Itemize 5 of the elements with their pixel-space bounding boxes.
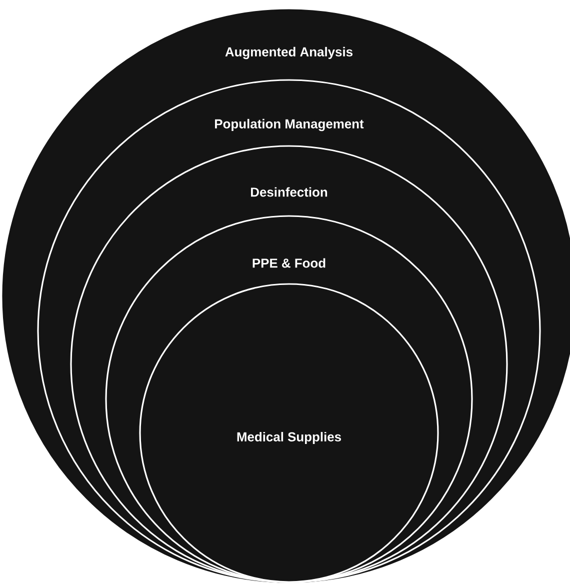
circle-label: Medical Supplies bbox=[237, 432, 341, 444]
circle-label: Desinfection bbox=[251, 187, 328, 197]
circle-label: PPE & Food bbox=[252, 258, 326, 268]
circle-label: Augmented Analysis bbox=[225, 46, 352, 60]
circle-label: Population Management bbox=[215, 118, 364, 132]
